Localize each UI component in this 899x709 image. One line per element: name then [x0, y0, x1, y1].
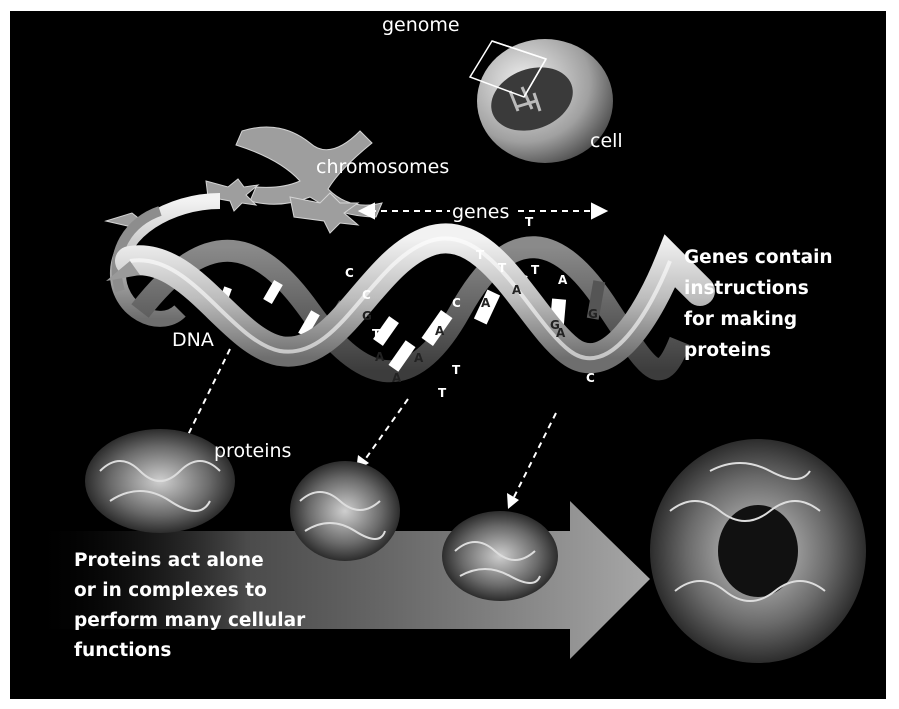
- genes-note-line: Genes contain: [684, 242, 833, 273]
- base-letter: T: [372, 327, 380, 341]
- genes-note-line: proteins: [684, 335, 833, 366]
- label-cell: cell: [590, 127, 623, 155]
- protein-complex: [650, 439, 866, 663]
- base-letter: A: [481, 296, 490, 310]
- protein-3: [442, 511, 558, 601]
- base-letter: A: [435, 324, 444, 338]
- base-letter: A: [558, 273, 567, 287]
- base-letter: C: [362, 288, 371, 302]
- genes-note: Genes contain instructions for making pr…: [684, 242, 833, 366]
- base-letter: A: [512, 283, 521, 297]
- base-letter: C: [345, 266, 354, 280]
- base-letter: A: [414, 351, 423, 365]
- base-letter: G: [588, 307, 598, 321]
- label-genome: genome: [382, 11, 460, 39]
- label-dna: DNA: [172, 326, 214, 354]
- proteins-note-line: Proteins act alone: [74, 546, 305, 576]
- proteins-note-line: or in complexes to: [74, 576, 305, 606]
- genes-note-line: for making: [684, 304, 833, 335]
- base-letter: T: [476, 248, 484, 262]
- protein-2: [290, 461, 400, 561]
- label-chromosomes: chromosomes: [316, 153, 449, 181]
- base-letter: T: [498, 261, 506, 275]
- diagram-frame: C C G T A A T A A T C T A T A T A G C G …: [10, 11, 886, 699]
- base-letter: C: [586, 371, 595, 385]
- label-proteins: proteins: [214, 437, 291, 465]
- base-letter: T: [531, 263, 539, 277]
- base-letter: A: [556, 326, 565, 340]
- base-letter: G: [362, 309, 372, 323]
- label-genes: genes: [452, 198, 509, 226]
- genes-note-line: instructions: [684, 273, 833, 304]
- proteins-note-line: functions: [74, 636, 305, 666]
- base-letter: T: [438, 386, 446, 400]
- base-letter: T: [452, 363, 460, 377]
- proteins-note-line: perform many cellular: [74, 606, 305, 636]
- protein-1: [85, 429, 235, 533]
- base-letter: T: [525, 215, 533, 229]
- base-letter: A: [392, 371, 401, 385]
- base-letter: C: [452, 296, 461, 310]
- base-letter: A: [375, 350, 384, 364]
- proteins-note: Proteins act alone or in complexes to pe…: [74, 546, 305, 666]
